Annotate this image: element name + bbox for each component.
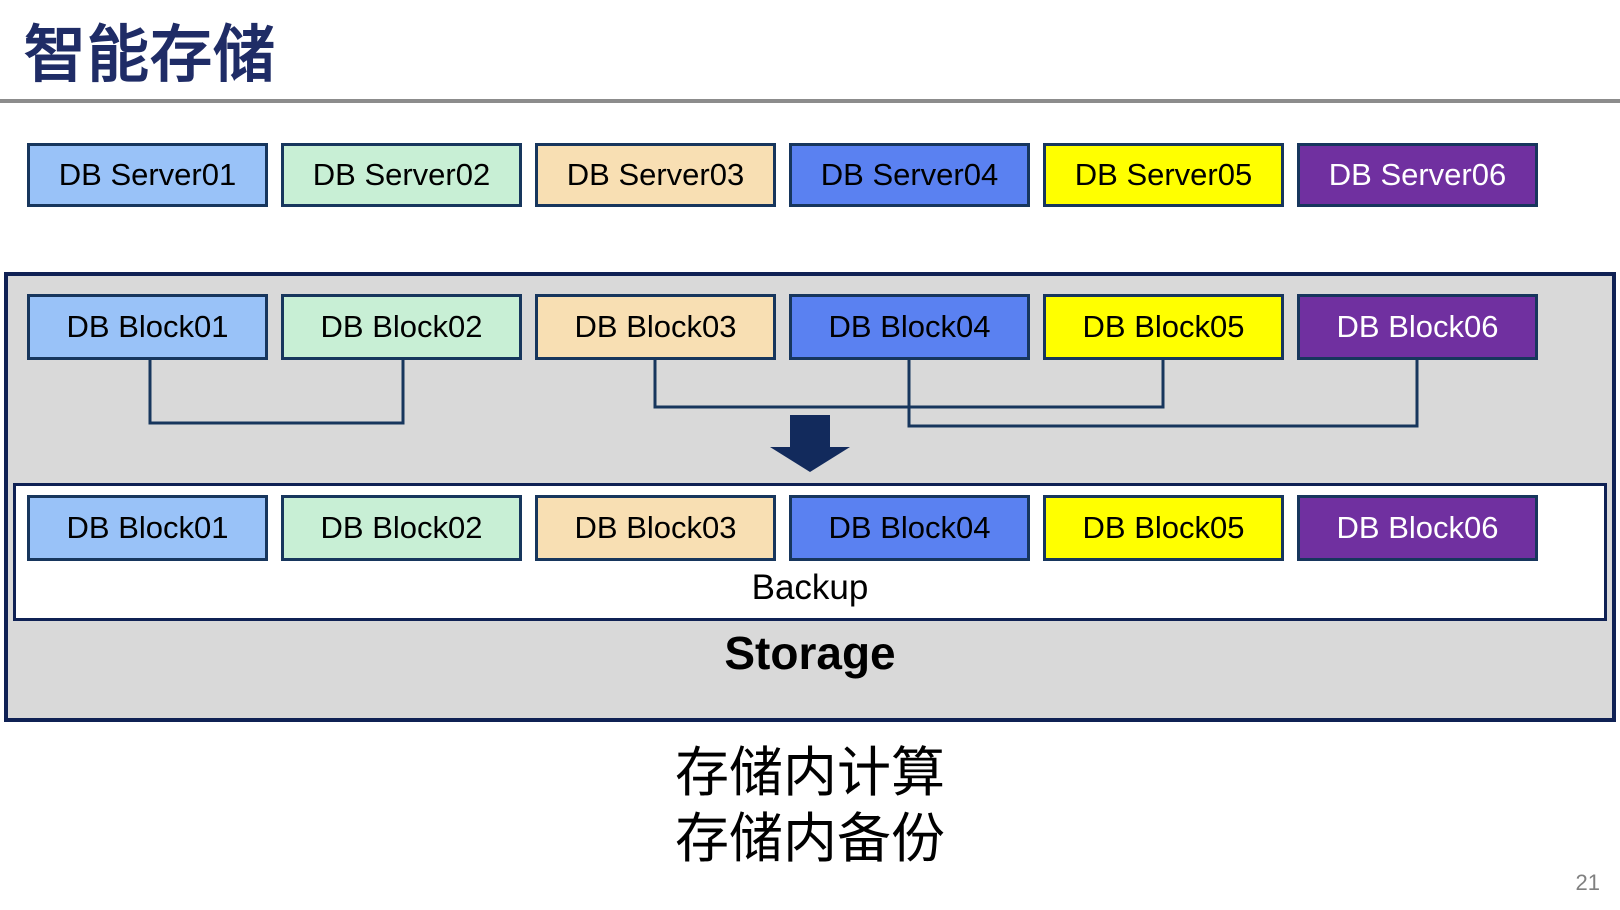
db-server03-box: DB Server03 (535, 143, 776, 207)
storage-label: Storage (724, 627, 896, 679)
db-block01-backup-box: DB Block01 (27, 495, 268, 561)
db-server05-box: DB Server05 (1043, 143, 1284, 207)
connector-block01-block02 (148, 360, 405, 425)
page-title: 智能存储 (24, 21, 277, 90)
connector-block03-block05 (653, 360, 1165, 409)
db-block06-top-box: DB Block06 (1297, 294, 1538, 360)
db-block04-backup-box: DB Block04 (789, 495, 1030, 561)
db-block03-backup-box: DB Block03 (535, 495, 776, 561)
db-server04-box: DB Server04 (789, 143, 1030, 207)
db-block04-top-box: DB Block04 (789, 294, 1030, 360)
storage-container: DB Block01 DB Block02 DB Block03 DB Bloc… (4, 272, 1616, 722)
db-block01-top-box: DB Block01 (27, 294, 268, 360)
note-line-2: 存储内备份 (675, 809, 945, 869)
note-line-1: 存储内计算 (675, 743, 945, 803)
db-server06-box: DB Server06 (1297, 143, 1538, 207)
down-arrow-icon (770, 415, 850, 472)
db-block05-backup-box: DB Block05 (1043, 495, 1284, 561)
page-number: 21 (1575, 870, 1600, 895)
db-block02-backup-box: DB Block02 (281, 495, 522, 561)
db-block03-top-box: DB Block03 (535, 294, 776, 360)
db-block05-top-box: DB Block05 (1043, 294, 1284, 360)
connector-block04-block06 (907, 360, 1419, 428)
db-block02-top-box: DB Block02 (281, 294, 522, 360)
db-block06-backup-box: DB Block06 (1297, 495, 1538, 561)
title-divider (0, 99, 1620, 103)
db-server01-box: DB Server01 (27, 143, 268, 207)
backup-label: Backup (751, 568, 869, 607)
backup-panel: DB Block01 DB Block02 DB Block03 DB Bloc… (13, 483, 1607, 621)
db-server02-box: DB Server02 (281, 143, 522, 207)
notes-text: 存储内计算 存储内备份 (0, 740, 1620, 872)
